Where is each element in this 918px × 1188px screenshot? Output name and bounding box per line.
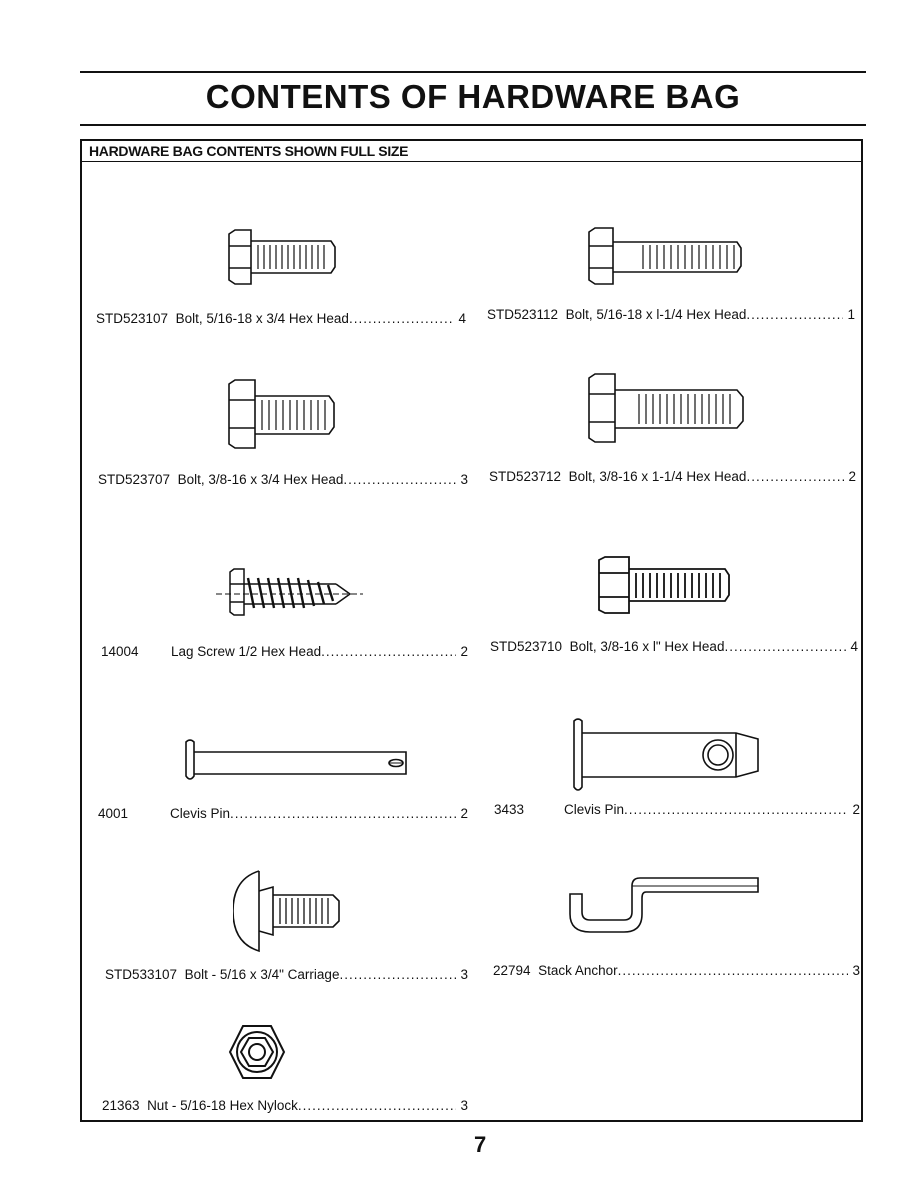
- page-number: 7: [474, 1132, 487, 1157]
- hex-nut-icon: [228, 1025, 286, 1079]
- hex-bolt-icon: [228, 229, 336, 285]
- clevis-pin-icon: [185, 739, 407, 780]
- hex-bolt-icon: [598, 556, 730, 614]
- item-caption: 21363 Nut - 5/16-18 Hex Nylock3: [102, 1098, 468, 1113]
- item-caption: STD523112 Bolt, 5/16-18 x l-1/4 Hex Head…: [487, 307, 855, 322]
- hex-bolt-icon: [228, 379, 335, 449]
- page-title: CONTENTS OF HARDWARE BAG: [205, 78, 741, 115]
- title-rule: [80, 124, 866, 126]
- item-caption: STD523107 Bolt, 5/16-18 x 3/4 Hex Head4: [96, 311, 466, 326]
- carriage-bolt-icon: [233, 870, 340, 953]
- box-header: HARDWARE BAG CONTENTS SHOWN FULL SIZE: [82, 141, 861, 162]
- item-caption: STD523710 Bolt, 3/8-16 x l" Hex Head4: [490, 639, 858, 654]
- stack-anchor-icon: [569, 877, 759, 933]
- lag-screw-icon: [216, 568, 363, 616]
- top-rule: [80, 71, 866, 73]
- hardware-box: HARDWARE BAG CONTENTS SHOWN FULL SIZE ST…: [80, 139, 863, 1122]
- hex-bolt-icon: [588, 227, 742, 285]
- item-caption: STD523712 Bolt, 3/8-16 x 1-1/4 Hex Head2: [489, 469, 856, 484]
- item-caption: 22794 Stack Anchor3: [493, 963, 860, 978]
- clevis-pin-icon: [573, 718, 759, 791]
- item-caption: STD533107 Bolt - 5/16 x 3/4" Carriage3: [105, 967, 468, 982]
- hex-bolt-icon: [588, 373, 744, 443]
- item-caption: STD523707 Bolt, 3/8-16 x 3/4 Hex Head3: [98, 472, 468, 487]
